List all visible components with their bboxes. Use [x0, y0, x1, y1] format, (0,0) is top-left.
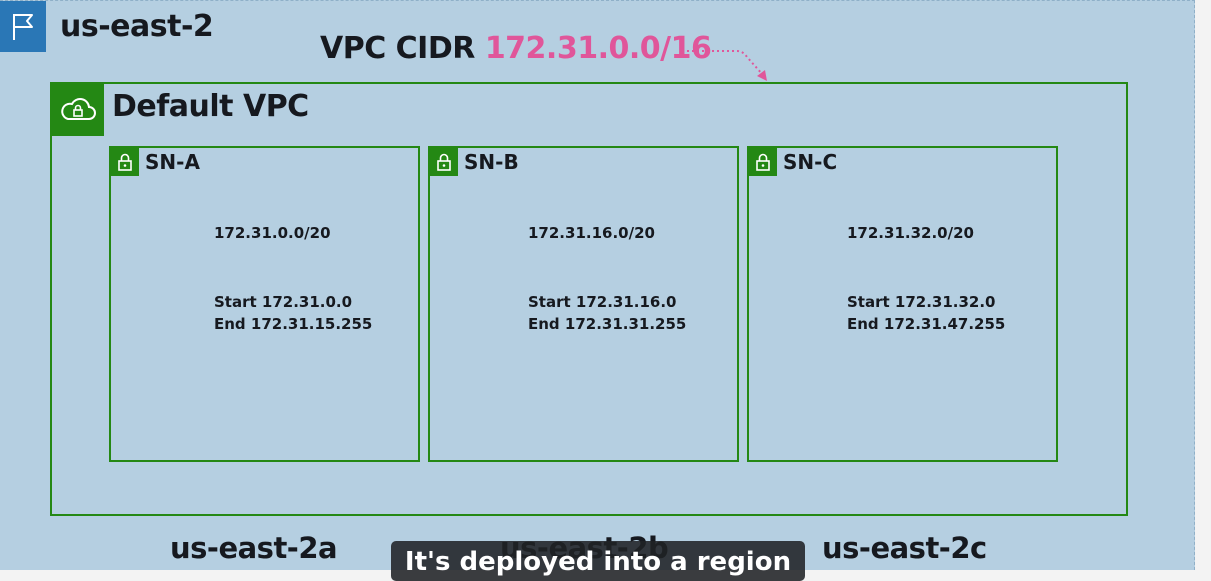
vpc-cidr-prefix: VPC CIDR — [320, 31, 475, 66]
az-label-a: us-east-2a — [170, 531, 338, 565]
subnet-sn-a: SN-A 172.31.0.0/20 Start 172.31.0.0 End … — [109, 146, 420, 462]
subnet-sn-b: SN-B 172.31.16.0/20 Start 172.31.16.0 En… — [428, 146, 739, 462]
subnet-range: Start 172.31.0.0 End 172.31.15.255 — [214, 291, 372, 335]
subnet-range: Start 172.31.16.0 End 172.31.31.255 — [528, 291, 686, 335]
az-label-c: us-east-2c — [822, 531, 987, 565]
subnet-cidr: 172.31.0.0/20 — [214, 224, 331, 242]
lock-icon — [430, 148, 458, 176]
subnet-range: Start 172.31.32.0 End 172.31.47.255 — [847, 291, 1005, 335]
cidr-pointer-arrow — [687, 50, 767, 81]
default-vpc-container: Default VPC — [50, 82, 1128, 516]
subnet-sn-c: SN-C 172.31.32.0/20 Start 172.31.32.0 En… — [747, 146, 1058, 462]
lock-icon — [749, 148, 777, 176]
cloud-lock-icon — [52, 84, 104, 136]
subnet-end-address: End 172.31.31.255 — [528, 315, 687, 333]
vpc-title: Default VPC — [112, 89, 309, 124]
subnet-end-address: End 172.31.47.255 — [847, 315, 1006, 333]
region-label: us-east-2 — [60, 9, 214, 44]
vpc-cidr-label: VPC CIDR 172.31.0.0/16 — [320, 31, 712, 66]
lock-icon — [111, 148, 139, 176]
subnet-start-address: Start 172.31.16.0 — [528, 293, 677, 311]
subnet-cidr: 172.31.32.0/20 — [847, 224, 974, 242]
subnet-start-address: Start 172.31.32.0 — [847, 293, 996, 311]
vpc-cidr-value: 172.31.0.0/16 — [484, 31, 712, 66]
video-caption: It's deployed into a region — [391, 541, 805, 581]
subnet-cidr: 172.31.16.0/20 — [528, 224, 655, 242]
subnet-name: SN-A — [145, 150, 200, 174]
subnet-end-address: End 172.31.15.255 — [214, 315, 373, 333]
subnet-name: SN-B — [464, 150, 519, 174]
flag-icon — [0, 1, 46, 52]
subnet-name: SN-C — [783, 150, 838, 174]
subnet-start-address: Start 172.31.0.0 — [214, 293, 353, 311]
